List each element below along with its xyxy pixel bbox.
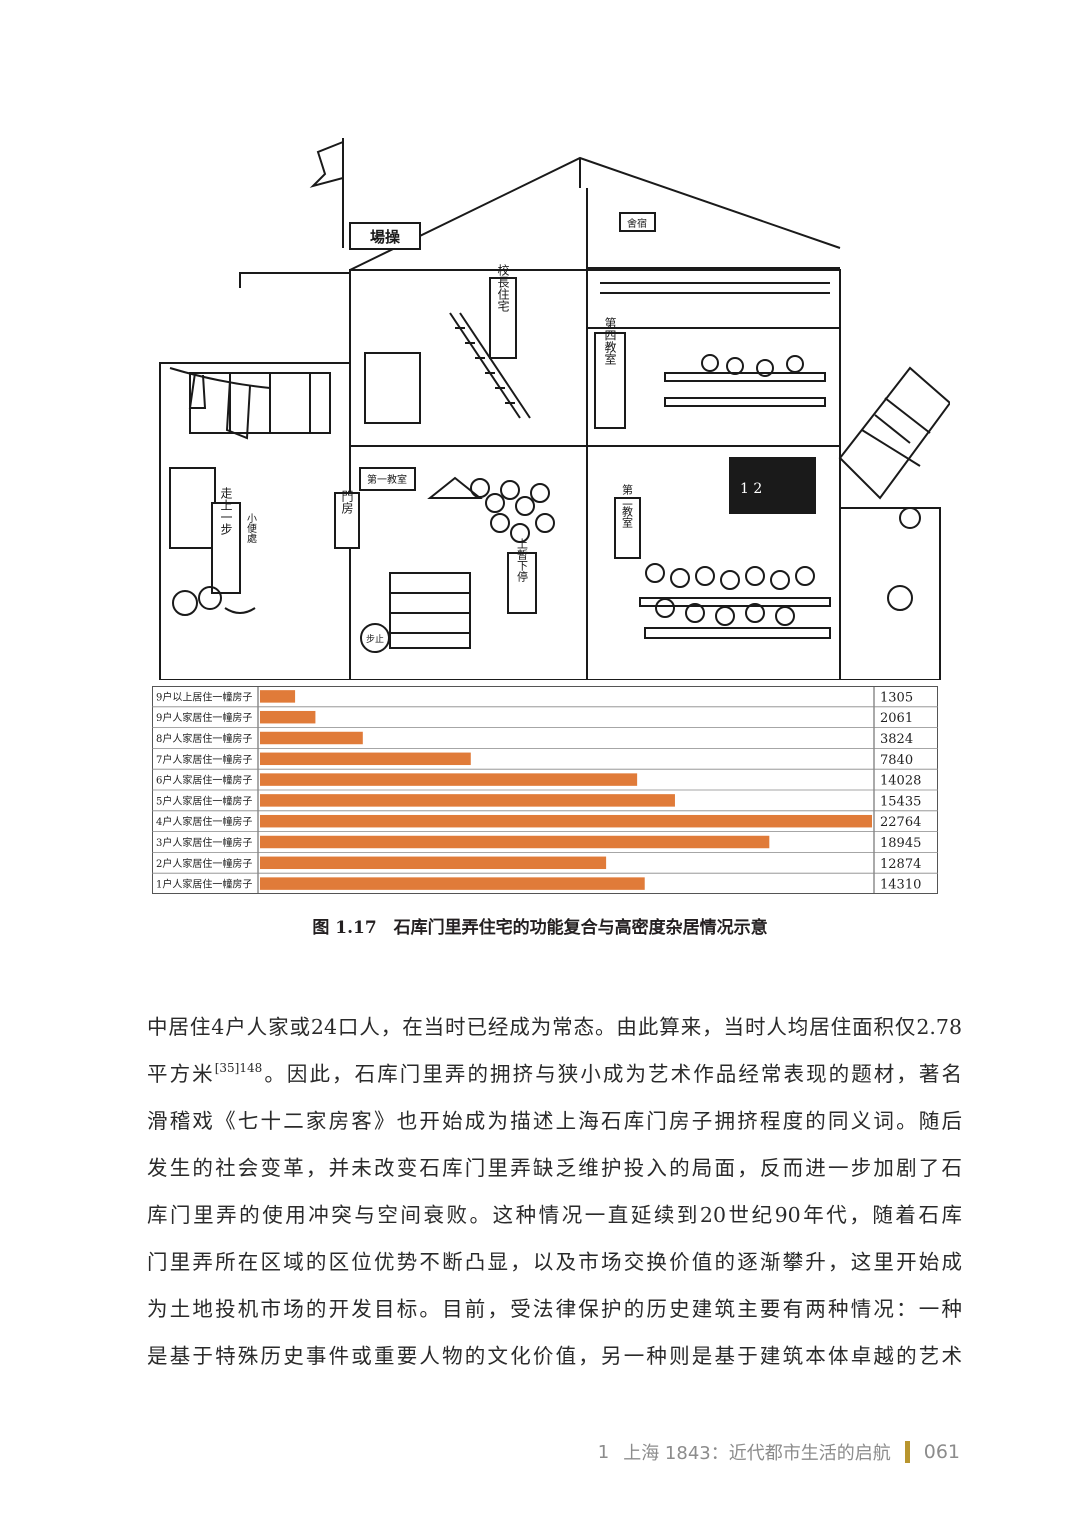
body-line: 库门里弄的使用冲突与空间衰败。这种情况一直延续到20世纪90年代，随着石库	[147, 1192, 962, 1239]
toilet-sign-text: 小便處	[245, 513, 257, 544]
footer-chapter-number: 1	[597, 1441, 610, 1463]
value-label: 22764	[880, 815, 921, 830]
page-footer: 1 上海 1843：近代都市生活的启航 061	[598, 1437, 960, 1467]
category-label: 3户人家居住一幢房子	[156, 836, 252, 849]
value-label: 12874	[880, 857, 921, 872]
bar	[260, 731, 363, 745]
bar	[260, 690, 296, 703]
citation-superscript: [35]148	[214, 1061, 263, 1075]
classroom-4-sign-text: 第四教室	[603, 317, 617, 365]
category-label: 4户人家居住一幢房子	[156, 815, 252, 828]
shikumen-illustration: 場操 舍宿 第一教室 1 2 校長住宅 第四教室 走上一步 小便處 門房 上暫下…	[159, 138, 950, 680]
gate-room-sign	[334, 492, 360, 549]
value-label: 1305	[880, 690, 913, 705]
bar	[260, 710, 316, 724]
blackboard	[729, 457, 816, 514]
halt-sign-text: 步止	[366, 633, 384, 645]
principal-sign-text: 校長住宅	[496, 263, 510, 312]
body-line-text: 滑稽戏《七十二家房客》也开始成为描述上海石库门房子拥挤程度的同义词。随后	[147, 1109, 962, 1133]
halt-sign	[360, 623, 390, 653]
body-line-text: 库门里弄的使用冲突与空间衰败。这种情况一直延续到20世纪90年代，随着石库	[147, 1203, 962, 1227]
body-line-text: 。因此，石库门里弄的拥挤与狭小成为艺术作品经常表现的题材，著名	[262, 1062, 963, 1086]
body-line: 滑稽戏《七十二家房客》也开始成为描述上海石库门房子拥挤程度的同义词。随后	[147, 1098, 962, 1145]
principal-sign	[489, 277, 517, 359]
body-line: 发生的社会变革，并未改变石库门里弄缺乏维护投入的局面，反而进一步加剧了石	[147, 1145, 962, 1192]
bar	[260, 814, 872, 828]
category-label: 9户人家居住一幢房子	[156, 711, 252, 724]
value-label: 14028	[880, 774, 921, 789]
blackboard-text: 1 2	[740, 481, 762, 497]
classroom-1-sign-text: 第一教室	[367, 473, 407, 486]
bar	[260, 773, 638, 786]
classroom-2-sign	[614, 497, 641, 559]
footer-chapter-title: 上海 1843：近代都市生活的启航	[623, 1443, 891, 1464]
stop-sign-text: 上暫下停	[516, 538, 529, 583]
value-label: 15435	[880, 794, 921, 809]
body-line-text: 中居住4户人家或24口人，在当时已经成为常态。由此算来，当时人均居住面积仅2.7…	[147, 1015, 962, 1039]
value-label: 18945	[880, 836, 921, 851]
category-label: 9户以上居住一幢房子	[156, 690, 252, 703]
footer-divider	[904, 1441, 910, 1463]
flag-icon	[309, 140, 344, 188]
bar	[260, 835, 770, 849]
household-density-chart: 9户以上居住一幢房子 1305 9户人家居住一幢房子 2061 8户人家居住一幢房子 38…	[152, 686, 938, 894]
value-label: 14310	[880, 878, 921, 893]
body-line: 是基于特殊历史事件或重要人物的文化价值，另一种则是基于建筑本体卓越的艺术	[147, 1333, 962, 1380]
classroom-1-sign	[359, 467, 416, 491]
value-label: 7840	[880, 753, 913, 768]
body-line: 为土地投机市场的开发目标。目前，受法律保护的历史建筑主要有两种情况：一种	[147, 1286, 962, 1333]
rooftop-sign	[349, 222, 421, 250]
body-paragraph: 中居住4户人家或24口人，在当时已经成为常态。由此算来，当时人均居住面积仅2.7…	[147, 1004, 962, 1380]
dormitory-sign-text: 舍宿	[627, 217, 647, 230]
value-label: 2061	[880, 711, 913, 726]
value-label: 3824	[880, 732, 913, 747]
category-label: 1户人家居住一幢房子	[156, 878, 252, 891]
stop-sign	[507, 552, 537, 614]
bar	[260, 794, 675, 807]
page-number: 061	[923, 1441, 960, 1463]
walk-sign	[211, 502, 241, 594]
body-line-text: 发生的社会变革，并未改变石库门里弄缺乏维护投入的局面，反而进一步加剧了石	[147, 1156, 962, 1180]
gate-room-sign-text: 門房	[340, 490, 354, 514]
bar	[260, 752, 471, 766]
category-label: 2户人家居住一幢房子	[156, 857, 252, 870]
roof-outline	[349, 156, 841, 271]
category-label: 7户人家居住一幢房子	[156, 753, 252, 766]
walk-sign-text: 走上一步	[219, 487, 233, 535]
classroom-2-sign-text: 第二教室	[621, 483, 634, 528]
figure-caption: 图 1.17 石库门里弄住宅的功能复合与高密度杂居情况示意	[312, 918, 768, 938]
classroom-4-sign	[594, 332, 626, 429]
body-line: 中居住4户人家或24口人，在当时已经成为常态。由此算来，当时人均居住面积仅2.7…	[147, 1004, 962, 1051]
dormitory-sign	[619, 212, 656, 232]
bar	[260, 877, 645, 890]
rooftop-sign-text: 場操	[370, 228, 401, 246]
body-line: 门里弄所在区域的区位优势不断凸显，以及市场交换价值的逐渐攀升，这里开始成	[147, 1239, 962, 1286]
body-line-text: 为土地投机市场的开发目标。目前，受法律保护的历史建筑主要有两种情况：一种	[147, 1297, 962, 1321]
body-line-text: 平方米	[147, 1062, 215, 1086]
bar	[260, 856, 607, 870]
body-line-text: 门里弄所在区域的区位优势不断凸显，以及市场交换价值的逐渐攀升，这里开始成	[147, 1250, 962, 1274]
category-label: 6户人家居住一幢房子	[156, 774, 252, 787]
category-label: 8户人家居住一幢房子	[156, 732, 252, 745]
category-label: 5户人家居住一幢房子	[156, 794, 252, 807]
body-line-text: 是基于特殊历史事件或重要人物的文化价值，另一种则是基于建筑本体卓越的艺术	[147, 1344, 962, 1368]
body-line: 平方米[35]148。因此，石库门里弄的拥挤与狭小成为艺术作品经常表现的题材，著…	[147, 1051, 962, 1098]
